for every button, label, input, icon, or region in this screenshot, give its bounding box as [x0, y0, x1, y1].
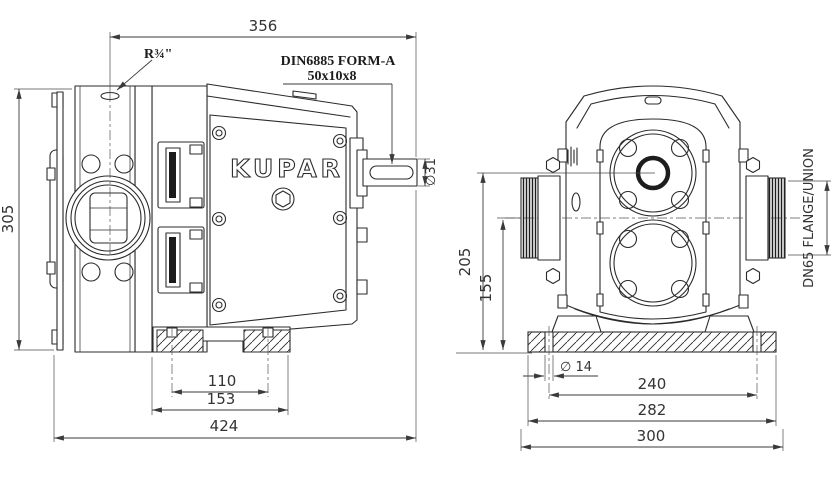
side-view: KUPAR	[0, 17, 439, 442]
cover-clip	[596, 221, 604, 235]
dim-240: 240	[638, 375, 667, 393]
back-plate	[56, 91, 64, 351]
drive-shaft	[349, 137, 418, 295]
hex-bolt	[545, 267, 561, 285]
dim-base-hole-diameter: ∅ 14	[560, 360, 592, 375]
gearbox-cover	[209, 114, 347, 326]
dim-356: 356	[249, 17, 278, 35]
label-port-thread: R¾"	[144, 47, 172, 62]
cover-clip	[702, 293, 710, 307]
cover-clip	[596, 293, 604, 307]
roof-plate	[292, 90, 317, 100]
shaft-end	[362, 158, 418, 187]
cover-clip	[596, 149, 604, 163]
port-flange	[745, 175, 769, 261]
label-port-type: DN65 FLANGE/UNION	[802, 148, 817, 288]
dim-205: 205	[456, 248, 474, 277]
cover-clip	[702, 221, 710, 235]
brand-logo: KUPAR	[230, 154, 344, 183]
rotor-retainer-square	[89, 192, 128, 244]
port-ring-inner	[74, 184, 142, 252]
flange-bolt	[114, 262, 134, 282]
flange-bolt	[114, 154, 134, 174]
hex-bolt	[745, 156, 761, 174]
front-view: 205 155 ∅ 14 240 282 300 DN65 FLANGE/UNI…	[456, 85, 831, 451]
keyway	[369, 165, 414, 180]
oil-sight-plug	[271, 187, 295, 211]
label-key-size: 50x10x8	[308, 69, 357, 84]
hex-bolt	[745, 267, 761, 285]
casting-marks	[567, 146, 581, 212]
left-port	[520, 148, 568, 309]
dim-153: 153	[207, 390, 236, 408]
dim-155: 155	[477, 274, 495, 303]
side-foot	[152, 326, 291, 353]
top-slot	[644, 96, 662, 105]
oil-plug-hex	[275, 190, 291, 208]
bracket-bolt	[46, 167, 56, 181]
bracket-bolt	[46, 261, 56, 275]
hex-bolt	[545, 156, 561, 174]
cover-clip	[702, 149, 710, 163]
dim-282: 282	[638, 401, 667, 419]
threaded-union	[520, 177, 539, 259]
dim-300: 300	[637, 427, 666, 445]
dim-305: 305	[0, 205, 17, 234]
dim-shaft-diameter: ∅31	[424, 158, 439, 186]
threaded-union	[767, 177, 786, 259]
flange-bolt	[81, 154, 101, 174]
rotor-cover-bottom	[609, 219, 697, 307]
leader-r34	[116, 59, 153, 91]
dim-424: 424	[210, 417, 239, 435]
bearing-frame	[151, 85, 208, 353]
right-foot	[704, 315, 755, 333]
right-port	[738, 148, 786, 309]
bearing-unit-top	[157, 141, 205, 209]
left-foot	[551, 315, 602, 333]
label-key-standard: DIN6885 FORM-A	[281, 54, 397, 69]
flange-bolt	[81, 262, 101, 282]
port-flange	[537, 175, 561, 261]
port-ring-mid	[70, 180, 146, 256]
bearing-unit-bottom	[157, 226, 205, 294]
base-plate	[527, 326, 777, 400]
dim-110: 110	[208, 372, 237, 390]
